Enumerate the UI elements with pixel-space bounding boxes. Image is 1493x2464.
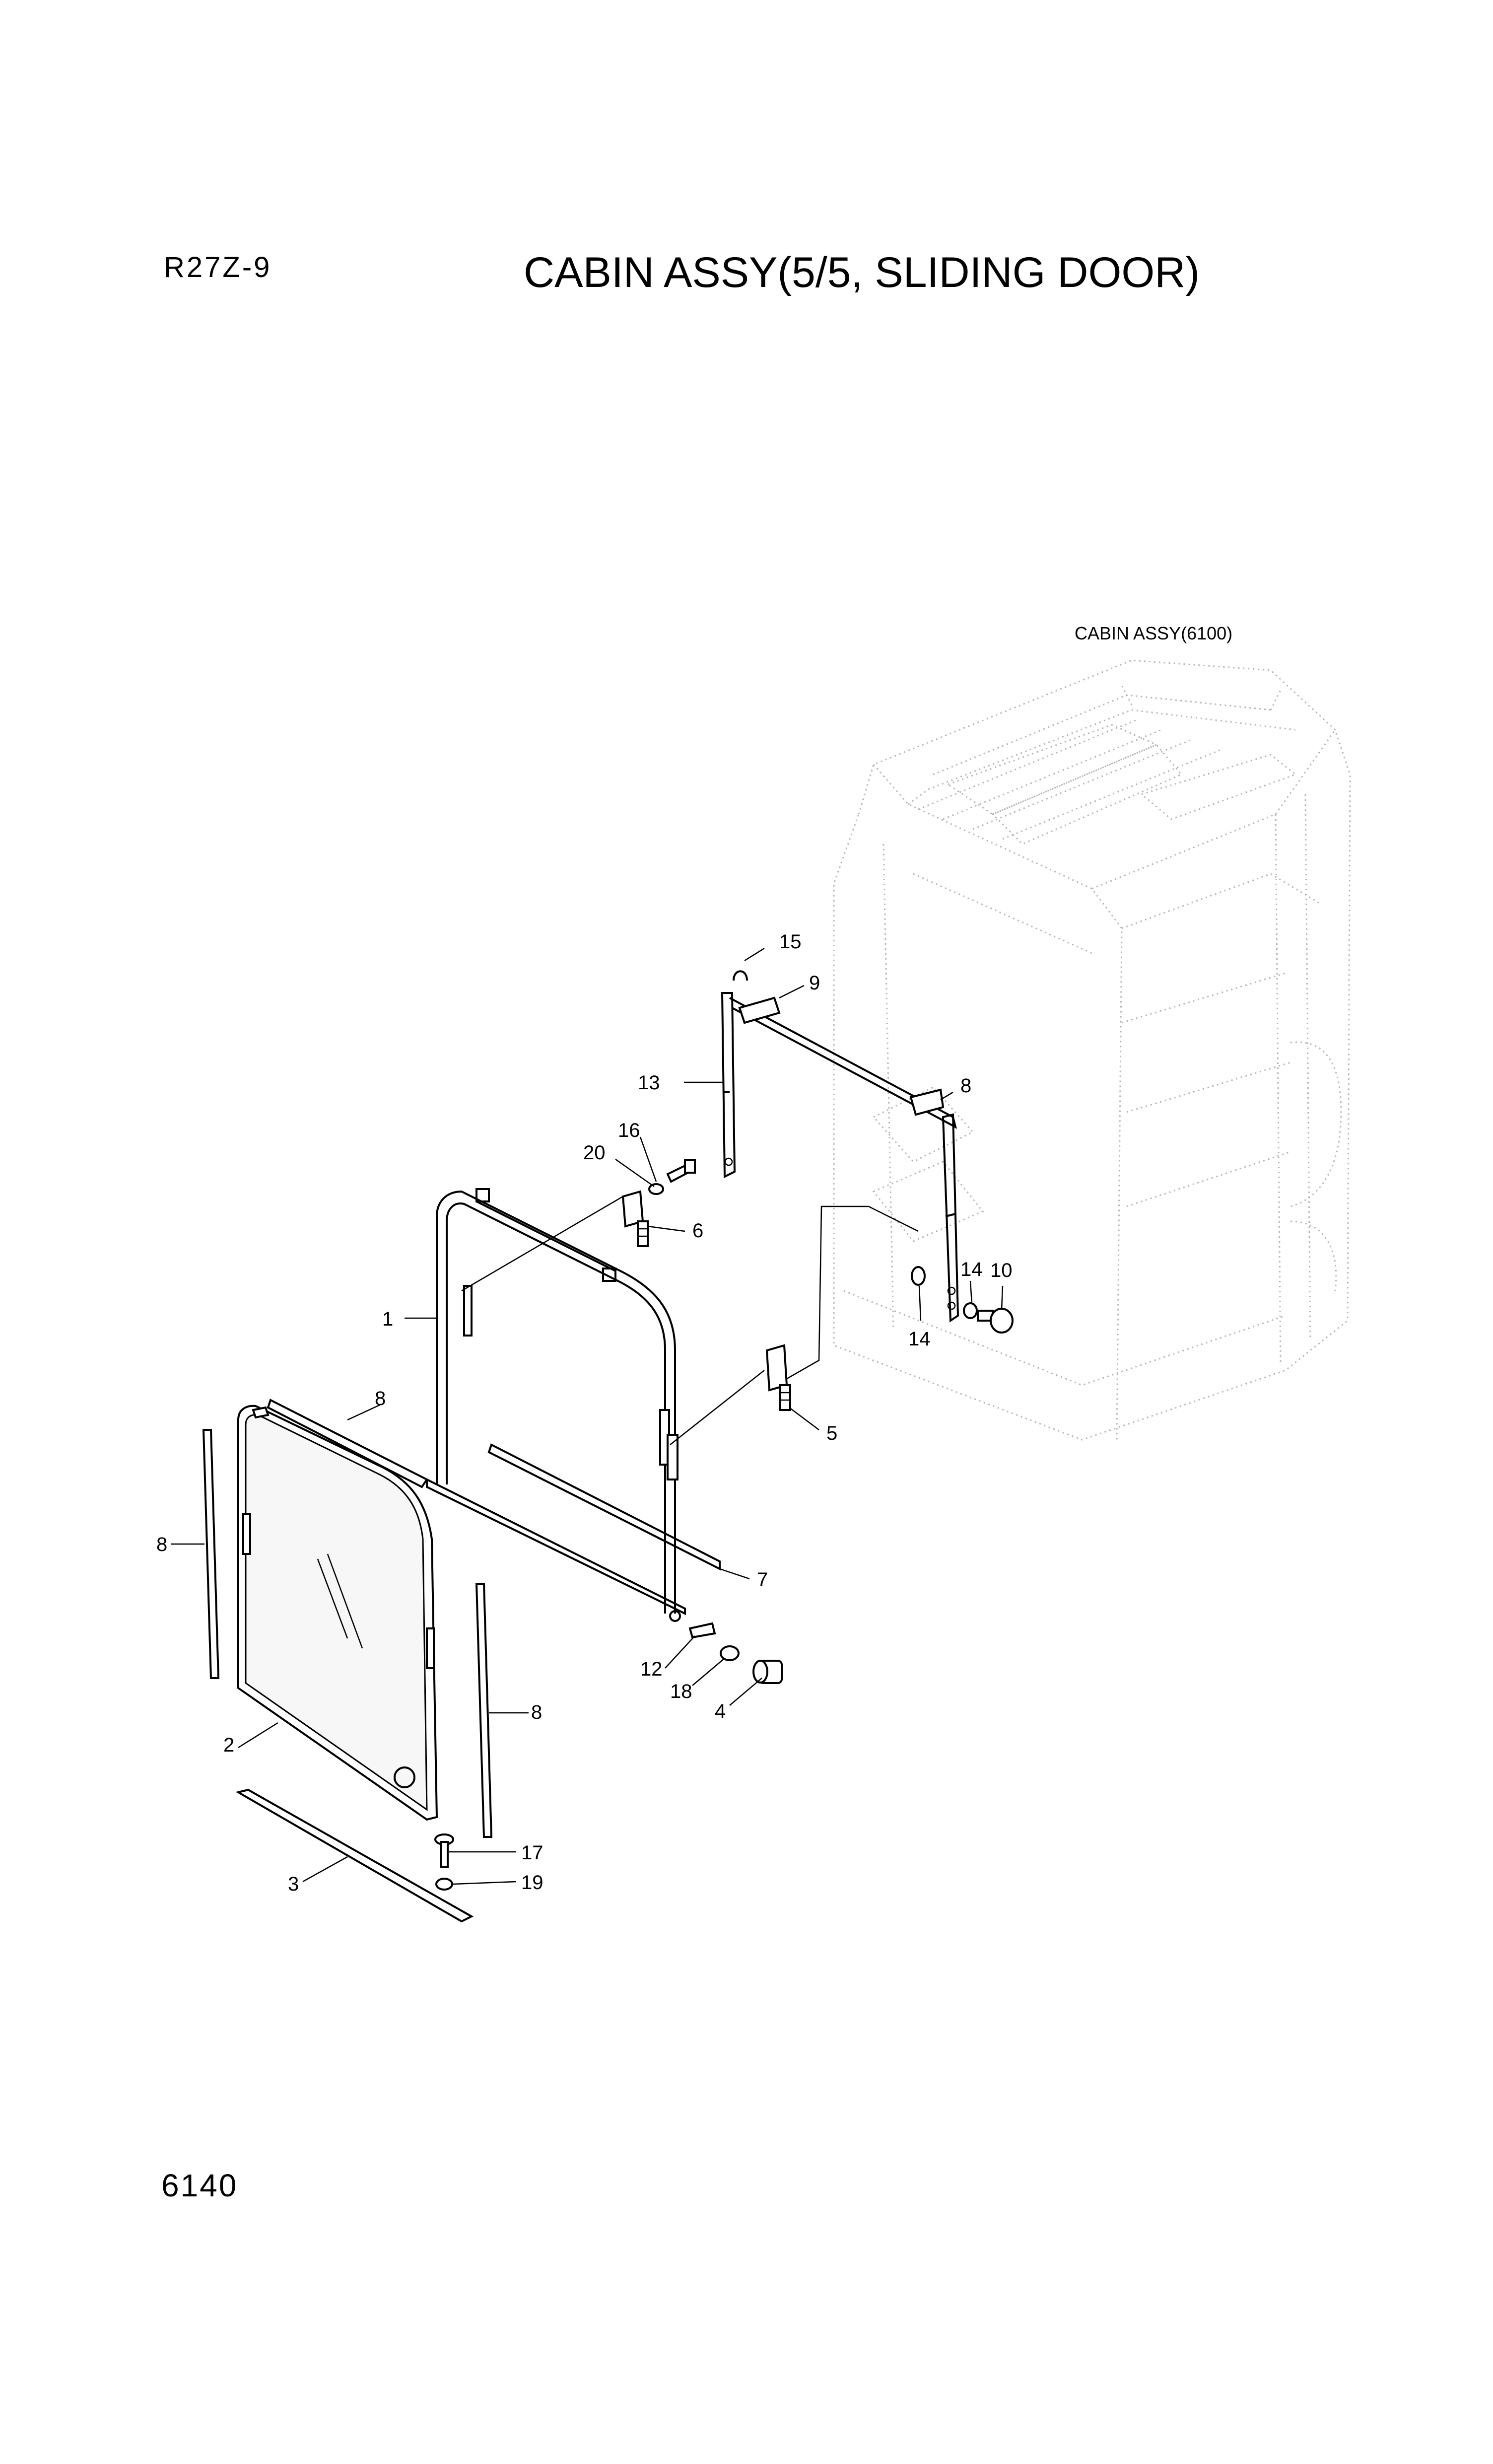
bottom-rail-3 (235, 1788, 474, 1923)
seal-8-right (475, 1583, 493, 1838)
hinge-5 (765, 1344, 791, 1411)
bush-18 (720, 1645, 740, 1661)
callout-13: 13 (638, 1072, 660, 1094)
callout-7: 7 (757, 1569, 768, 1591)
hinge-6 (621, 1190, 649, 1247)
callout-2: 2 (223, 1734, 234, 1756)
callout-8-right: 8 (531, 1701, 542, 1723)
clip-15 (733, 970, 748, 981)
callout-1: 1 (382, 1308, 393, 1330)
rail-strip-7 (487, 1443, 721, 1571)
sliding-door-glass-2 (237, 1405, 438, 1821)
callout-12: 12 (640, 1658, 663, 1680)
seal-8-top (267, 1399, 428, 1488)
callout-8-left: 8 (156, 1534, 167, 1555)
cabin-assy-ghost (833, 659, 1351, 1441)
bolt-16-head (684, 1159, 696, 1174)
ring-14-left (911, 1266, 926, 1286)
callout-4: 4 (715, 1700, 726, 1722)
callout-15: 15 (779, 931, 802, 953)
cap-4 (752, 1660, 783, 1684)
callout-8-top: 8 (375, 1388, 386, 1409)
callout-16: 16 (618, 1120, 640, 1141)
ring-14-right (963, 1302, 978, 1319)
leader-lines (171, 947, 1004, 1885)
callout-20: 20 (583, 1142, 606, 1164)
callout-labels: 15 9 13 8 16 20 6 14 10 14 1 5 8 8 7 12 … (156, 931, 1013, 1895)
callout-6: 6 (692, 1220, 703, 1242)
callout-5: 5 (826, 1422, 837, 1444)
washer-19 (435, 1878, 453, 1891)
callout-14-right: 14 (960, 1259, 983, 1280)
bracket-10 (738, 996, 781, 1024)
pin-12 (688, 1622, 716, 1639)
callout-3: 3 (288, 1873, 299, 1895)
callout-11: 10 (990, 1260, 1013, 1281)
washer-20 (648, 1183, 664, 1195)
seal-8-left (202, 1429, 220, 1679)
callout-14-left: 14 (908, 1328, 931, 1350)
callout-9: 8 (960, 1075, 971, 1097)
page-title: CABIN ASSY(5/5, SLIDING DOOR) (524, 249, 1200, 296)
screw-17 (434, 1833, 454, 1868)
cabin-assy-reference-label: CABIN ASSY(6100) (1075, 623, 1233, 643)
knob-11 (977, 1308, 1014, 1334)
upper-rail-assy (721, 992, 959, 1323)
hinge-mounting-leader (784, 1205, 919, 1381)
page-number: 6140 (161, 2168, 238, 2203)
callout-10: 9 (809, 972, 820, 994)
callout-19: 19 (521, 1872, 543, 1894)
callout-17: 17 (521, 1842, 543, 1864)
callout-18: 18 (670, 1681, 692, 1702)
door-frame-1 (426, 1188, 686, 1622)
model-code: R27Z-9 (164, 251, 272, 283)
bracket-9 (909, 1088, 945, 1116)
